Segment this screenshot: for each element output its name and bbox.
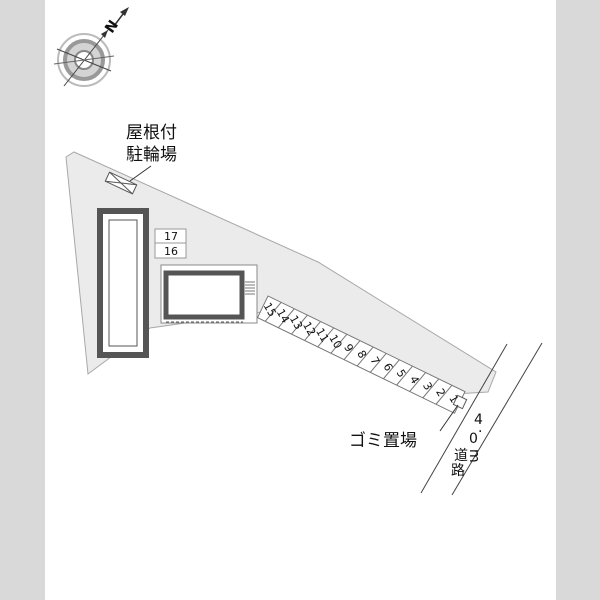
parking-slot-divider xyxy=(422,378,440,399)
road-name-char-0: 道 xyxy=(454,448,468,464)
road-width-char-0: 4 xyxy=(474,412,483,428)
parking-slot-divider xyxy=(330,333,348,354)
bicycle-parking-label-1: 屋根付 xyxy=(126,123,177,143)
building-main-inner xyxy=(108,219,138,347)
parking-slot-14: 14 xyxy=(274,307,292,326)
road-width-char-2: 0 xyxy=(469,431,478,447)
parking-slot-divider xyxy=(304,321,321,341)
road-edge-right xyxy=(451,342,543,496)
parking-slot-10: 10 xyxy=(326,332,344,351)
parking-slot-divider xyxy=(278,308,295,329)
parking-slot-divider xyxy=(317,327,335,348)
road-edge-left xyxy=(420,343,508,494)
bicycle-shelter-icon xyxy=(104,171,138,195)
parking-slot-16: 16 xyxy=(164,245,178,258)
parking-slot-divider xyxy=(435,384,453,405)
building-annex xyxy=(163,270,245,320)
parking-slot-11: 11 xyxy=(313,326,331,345)
parking-slot-divider xyxy=(343,340,361,360)
parking-slot-17: 17 xyxy=(164,230,178,243)
parking-slot-divider xyxy=(291,314,308,335)
parking-slot-divider xyxy=(396,365,413,386)
garbage-leader-line xyxy=(439,404,459,432)
parking-slot-13: 13 xyxy=(287,313,305,332)
bicycle-leader-line xyxy=(129,165,152,182)
bicycle-parking-label-2: 駐輪場 xyxy=(126,145,177,165)
road-width-char-3: m xyxy=(466,449,482,463)
road-label: 4 . 0 m 道 路 xyxy=(451,412,483,479)
parking-slot-divider xyxy=(409,372,426,392)
compass-rose-icon xyxy=(53,7,129,87)
parking-slot-divider xyxy=(383,359,400,380)
parking-slot-divider xyxy=(369,353,387,373)
parking-slot-12: 12 xyxy=(300,320,318,339)
road-width-char-1: . xyxy=(478,420,482,436)
garbage-area xyxy=(452,394,468,410)
parking-slot-divider xyxy=(264,302,282,322)
garbage-label: ゴミ置場 xyxy=(349,430,417,451)
parking-slot-15: 15 xyxy=(261,300,279,319)
road-name-char-1: 路 xyxy=(451,463,465,479)
parking-strip xyxy=(256,295,466,414)
stair-icon xyxy=(245,281,255,295)
parking-slot-divider xyxy=(356,346,374,367)
